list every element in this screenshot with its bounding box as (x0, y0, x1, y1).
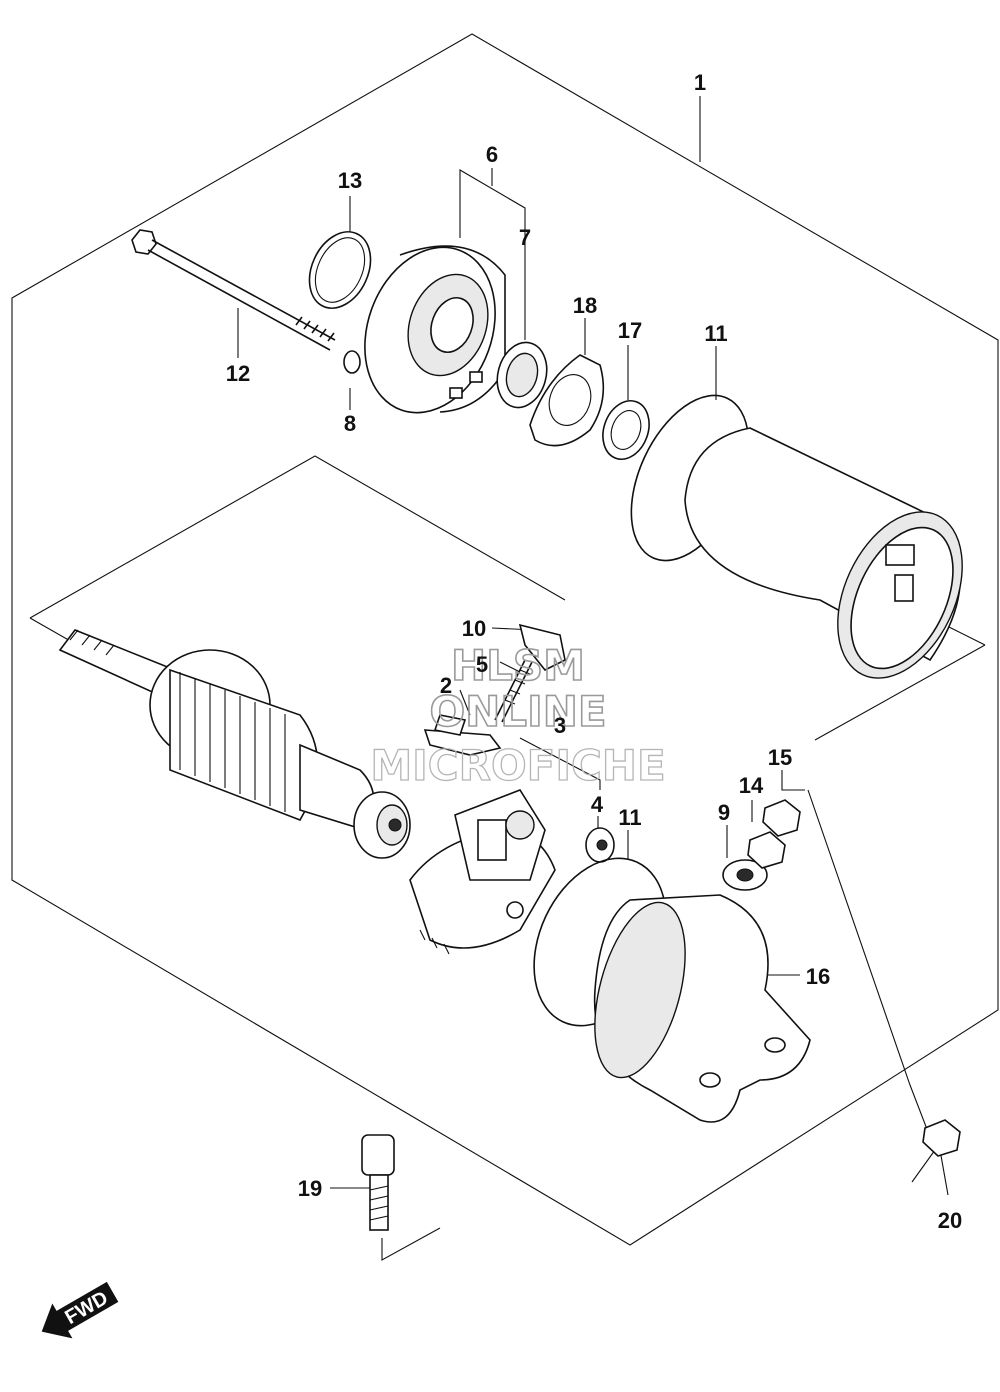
nuts (722, 799, 961, 1157)
fwd-arrow-icon (41, 1281, 119, 1339)
callout-16: 16 (806, 964, 830, 989)
callout-17: 17 (618, 318, 642, 343)
front-bracket (364, 245, 506, 414)
washer-8 (343, 350, 361, 374)
callout-4: 4 (591, 792, 604, 817)
callout-2: 2 (440, 673, 452, 698)
bolt-19 (361, 1134, 395, 1231)
callout-10: 10 (462, 616, 486, 641)
callouts: 1 2 3 4 5 6 7 8 9 10 11 11 12 13 14 15 1… (226, 70, 962, 1233)
callout-11-lower: 11 (618, 805, 641, 830)
bearing-4 (585, 827, 615, 863)
o-ring-13 (308, 231, 372, 309)
yoke-housing (684, 427, 963, 679)
callout-19: 19 (298, 1176, 322, 1201)
brush-holder (409, 789, 556, 955)
callout-8: 8 (344, 411, 356, 436)
watermark: HLSM ONLINE MICROFICHE (370, 640, 667, 790)
callout-13: 13 (338, 168, 362, 193)
callout-5: 5 (476, 652, 488, 677)
brush-parts (423, 623, 566, 756)
assembly-outline (11, 33, 999, 1246)
callout-3: 3 (554, 713, 566, 738)
rear-bracket (593, 894, 811, 1123)
callout-15: 15 (768, 745, 792, 770)
inner-plane-edge-lower (814, 644, 986, 741)
fwd-badge: FWD (41, 1281, 119, 1339)
callout-7: 7 (519, 225, 531, 250)
watermark-line-1: HLSM (451, 641, 585, 690)
through-bolt (131, 229, 336, 351)
bearing-7 (496, 341, 548, 409)
lock-plate-18 (529, 354, 605, 447)
callout-9: 9 (718, 800, 730, 825)
washer-17 (602, 400, 650, 460)
callout-14: 14 (739, 773, 764, 798)
fwd-label: FWD (61, 1287, 111, 1329)
armature (58, 629, 411, 859)
inner-plane-outline (29, 455, 566, 619)
watermark-line-3: MICROFICHE (370, 741, 665, 790)
callout-6: 6 (486, 142, 498, 167)
callout-1: 1 (694, 70, 706, 95)
callout-20: 20 (938, 1208, 962, 1233)
callout-11-upper: 11 (704, 321, 727, 346)
callout-18: 18 (573, 293, 597, 318)
watermark-line-2: ONLINE (429, 687, 606, 736)
callout-12: 12 (226, 361, 250, 386)
